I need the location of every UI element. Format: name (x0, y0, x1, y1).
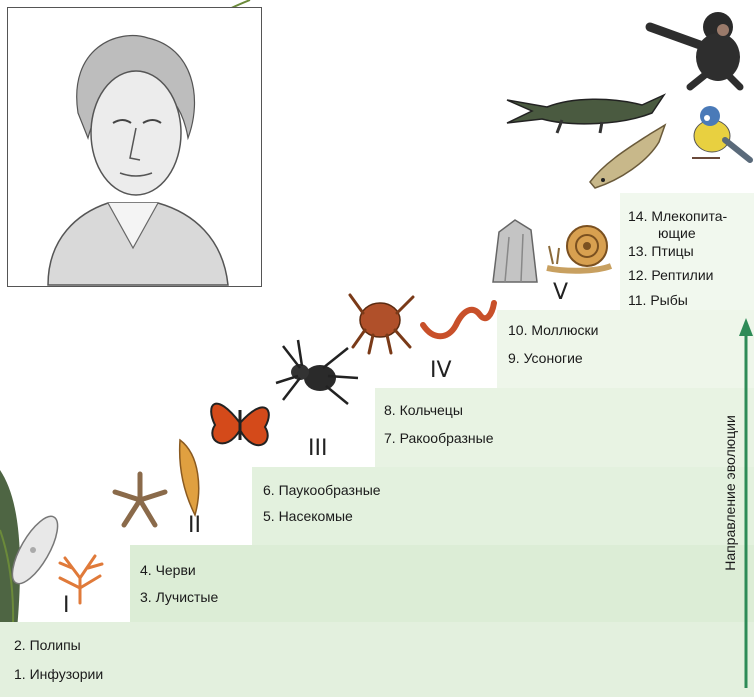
label-infusoria: 1. Инфузории (14, 666, 103, 682)
portrait-frame (7, 7, 262, 287)
label-reptiles: 12. Рептилии (628, 267, 713, 283)
evolution-direction-label: Направление эволюции (722, 403, 738, 583)
label-fishes: 11. Рыбы (628, 292, 688, 308)
roman-numeral-3: III (308, 436, 327, 461)
roman-numeral-4: IV (430, 358, 452, 383)
roman-numeral-5: V (553, 280, 568, 305)
barnacle-icon (485, 212, 545, 287)
label-mammals: 14. Млекопита- (628, 208, 727, 224)
step-3 (252, 467, 754, 545)
roman-numeral-2: II (188, 513, 201, 538)
label-cirripedia: 9. Усоногие (508, 350, 583, 366)
starfish-icon (110, 470, 170, 530)
label-annelids: 8. Кольчецы (384, 402, 463, 418)
coral-icon (50, 548, 110, 603)
label-arachnids: 6. Паукообразные (263, 482, 381, 498)
evolution-arrow-icon (738, 318, 754, 688)
label-worms: 4. Черви (140, 562, 196, 578)
snail-icon (545, 206, 615, 274)
step-2 (130, 545, 754, 622)
label-crustaceans: 7. Ракообразные (384, 430, 494, 446)
step-1 (0, 622, 754, 697)
portrait-icon (8, 8, 260, 285)
roman-numeral-1: I (63, 593, 70, 618)
crab-icon (345, 285, 420, 355)
label-birds: 13. Птицы (628, 243, 694, 259)
fish-icon (585, 122, 670, 192)
butterfly-icon (205, 385, 275, 460)
chimpanzee-icon (640, 5, 750, 90)
step-4 (375, 388, 754, 467)
label-insects: 5. Насекомые (263, 508, 353, 524)
worm-icon (170, 435, 210, 520)
label-mollusks: 10. Моллюски (508, 322, 598, 338)
annelid-icon (418, 295, 498, 345)
label-polyps: 2. Полипы (14, 637, 81, 653)
label-radiata: 3. Лучистые (140, 589, 218, 605)
label-mammals-cont: ющие (658, 225, 696, 241)
bird-icon (680, 98, 752, 168)
